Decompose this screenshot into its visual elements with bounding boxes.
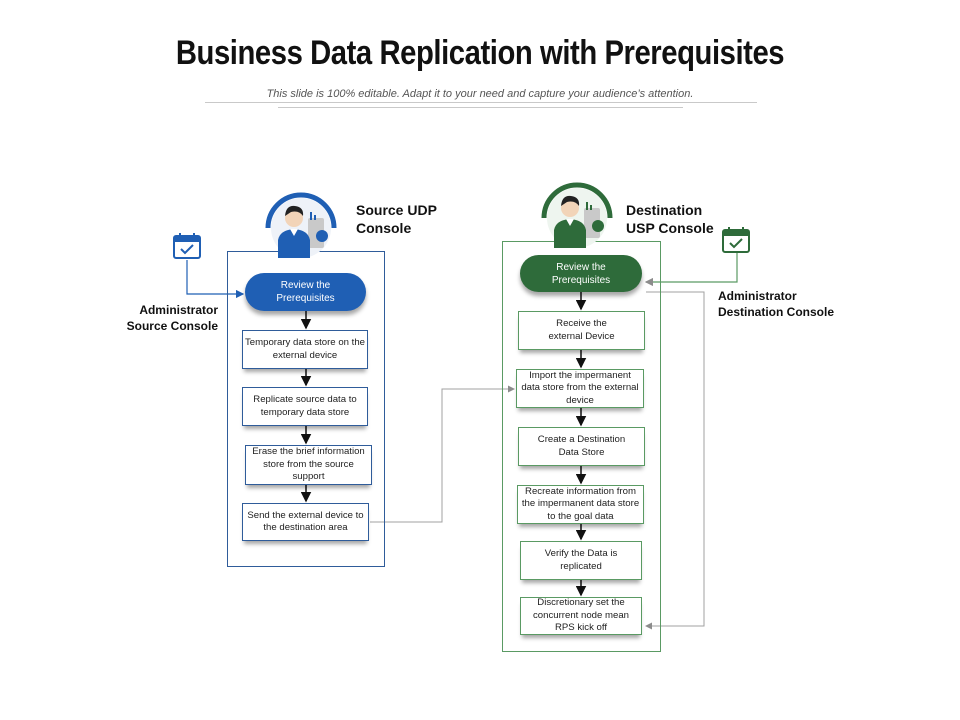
source-step-1: Temporary data store on the external dev… [242,330,368,369]
admin-destination-line2: Destination Console [718,305,835,319]
subtitle-divider-bottom [278,107,683,108]
destination-step-6: Discretionary set the concurrent node me… [520,597,642,635]
destination-console-heading: Destination USP Console [626,201,714,237]
destination-heading-line1: Destination [626,202,703,218]
destination-step-1: Receive the external Device [518,311,645,350]
destination-step-5: Verify the Data is replicated [520,541,642,580]
destination-user-avatar-icon [541,182,613,248]
source-step-3: Erase the brief information store from t… [245,445,372,485]
page-subtitle: This slide is 100% editable. Adapt it to… [266,88,694,100]
admin-source-label: Administrator Source Console [120,302,218,334]
destination-heading-line2: USP Console [626,220,714,236]
source-step-2: Replicate source data to temporary data … [242,387,368,426]
source-step-4: Send the external device to the destinat… [242,503,369,541]
admin-destination-line1: Administrator [718,289,797,303]
source-user-avatar-icon [265,192,337,258]
page-title: Business Data Replication with Prerequis… [175,34,785,72]
source-console-heading: Source UDP Console [356,201,437,237]
destination-step-3: Create a Destination Data Store [518,427,645,466]
admin-destination-calendar-check-icon [722,227,750,253]
destination-step-2: Import the impermanent data store from t… [516,369,644,408]
admin-source-line1: Administrator [139,303,218,317]
destination-step-4: Recreate information from the impermanen… [517,485,644,524]
admin-source-line2: Source Console [126,319,218,333]
source-heading-line2: Console [356,220,412,236]
source-heading-line1: Source UDP [356,202,437,218]
admin-destination-label: Administrator Destination Console [718,288,848,320]
source-review-prerequisites-pill: Review the Prerequisites [245,273,366,311]
admin-source-calendar-check-icon [173,233,201,259]
cross-connector [370,385,515,523]
subtitle-divider-top [205,102,757,103]
destination-review-prerequisites-pill: Review the Prerequisites [520,255,642,292]
